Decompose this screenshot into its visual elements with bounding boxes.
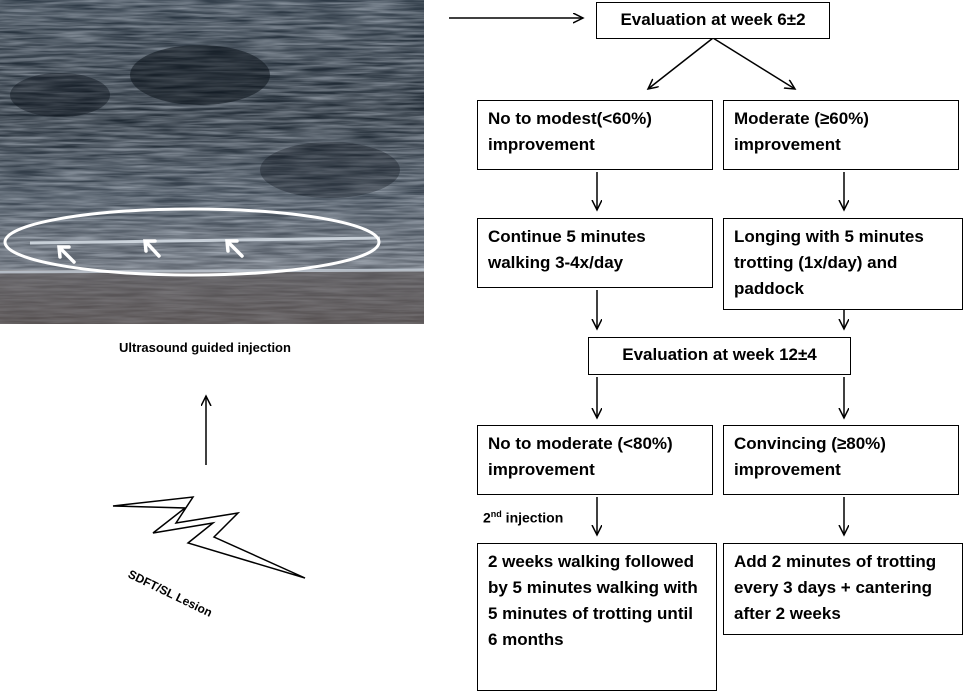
moderate-improvement-text: Moderate (≥60%) improvement (734, 109, 869, 154)
convincing-improvement-box: Convincing (≥80%) improvement (723, 425, 959, 495)
eval-week6-text: Evaluation at week 6±2 (620, 10, 806, 29)
no-moderate-improvement-text: No to moderate (<80%) improvement (488, 434, 673, 479)
second-injection-note: 2nd injection (483, 509, 564, 526)
ultrasound-scan (0, 0, 424, 324)
continue-walking-box: Continue 5 minutes walking 3-4x/day (477, 218, 713, 288)
no-moderate-improvement-box: No to moderate (<80%) improvement (477, 425, 713, 495)
eval-week12-box: Evaluation at week 12±4 (588, 337, 851, 375)
arrow-icon (143, 239, 161, 258)
arrow-icon (225, 239, 244, 258)
continue-walking-text: Continue 5 minutes walking 3-4x/day (488, 227, 646, 272)
convincing-improvement-text: Convincing (≥80%) improvement (734, 434, 886, 479)
modest-improvement-text: No to modest(<60%) improvement (488, 109, 652, 154)
ultrasound-image (0, 0, 424, 324)
add-trotting-box: Add 2 minutes of trotting every 3 days +… (723, 543, 963, 635)
add-trotting-text: Add 2 minutes of trotting every 3 days +… (734, 552, 937, 623)
arrow-eval1-right (712, 37, 795, 89)
arrow-eval1-left (648, 37, 714, 89)
two-weeks-walking-box: 2 weeks walking followed by 5 minutes wa… (477, 543, 717, 691)
moderate-improvement-box: Moderate (≥60%) improvement (723, 100, 959, 170)
lesion-outline (3, 207, 381, 277)
lightning-bolt-icon (112, 496, 306, 579)
arrow-icon (57, 245, 76, 264)
modest-improvement-box: No to modest(<60%) improvement (477, 100, 713, 170)
eval-week12-text: Evaluation at week 12±4 (622, 345, 817, 364)
longing-trotting-text: Longing with 5 minutes trotting (1x/day)… (734, 227, 924, 298)
eval-week6-box: Evaluation at week 6±2 (596, 2, 830, 39)
ultrasound-caption: Ultrasound guided injection (119, 340, 291, 355)
longing-trotting-box: Longing with 5 minutes trotting (1x/day)… (723, 218, 963, 310)
two-weeks-walking-text: 2 weeks walking followed by 5 minutes wa… (488, 552, 698, 649)
